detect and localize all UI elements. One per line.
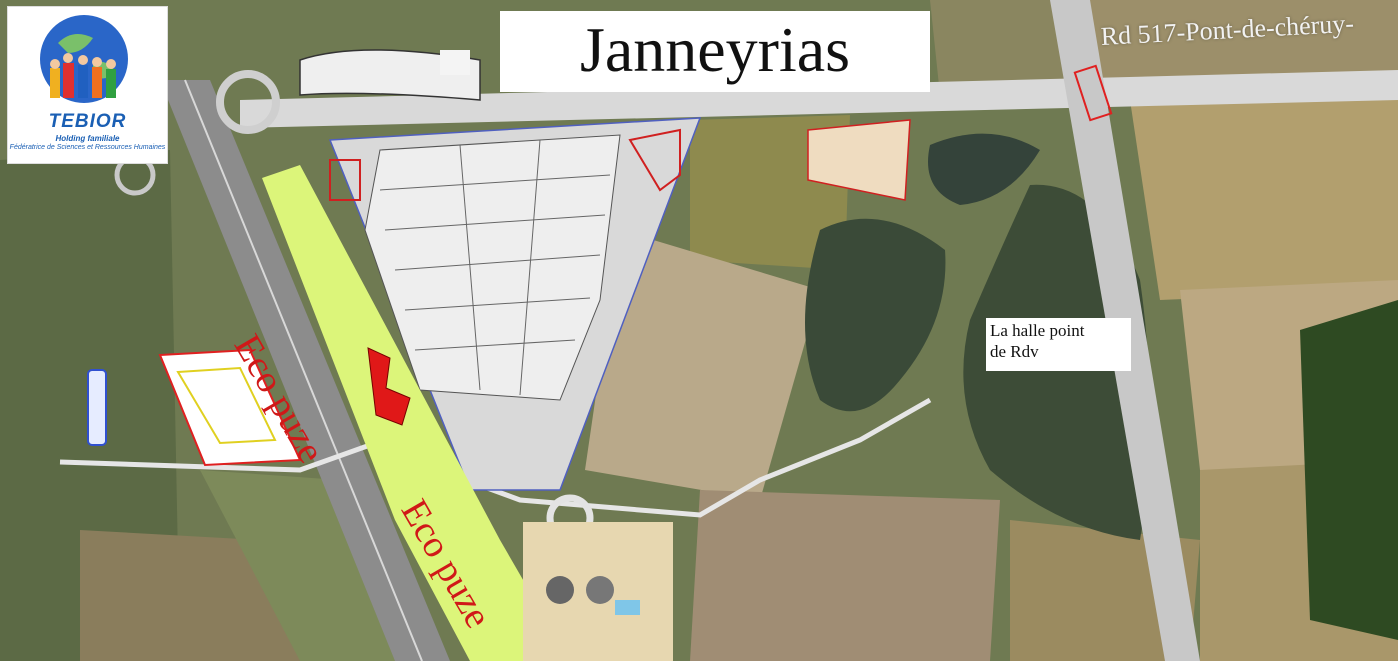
meeting-point-callout: La halle point de Rdv [986, 318, 1131, 371]
people-figures [50, 53, 116, 98]
map-title: Janneyrias [500, 11, 930, 92]
highway-a432 [160, 80, 450, 661]
field-south [200, 470, 420, 661]
highway-median [184, 79, 423, 661]
tank-1 [546, 576, 574, 604]
test-track [299, 49, 481, 101]
warehouse-roof [364, 134, 621, 401]
logo-tagline: Fédératrice de Sciences et Ressources Hu… [9, 144, 166, 151]
forest-east [1300, 300, 1398, 640]
parcel-1 [329, 159, 361, 201]
callout-line-1: La halle point [990, 321, 1085, 340]
eco-zone [262, 165, 570, 661]
basin [615, 600, 640, 615]
parking-strip [87, 369, 107, 446]
sand-plot [807, 119, 911, 201]
access-road [59, 397, 932, 518]
field-north-mid [930, 0, 1070, 95]
pond-west [805, 218, 946, 412]
field-east-upper [1130, 92, 1398, 300]
junction-marker [1073, 64, 1113, 122]
field-southwest [80, 530, 300, 661]
parcel-west [158, 348, 302, 467]
eco-building [367, 347, 411, 426]
tank-2 [586, 576, 614, 604]
field-southeast [690, 490, 1000, 661]
pond-north [928, 133, 1040, 205]
ploughed-field [585, 230, 820, 500]
callout-line-2: de Rdv [990, 342, 1039, 361]
field-northeast [1060, 0, 1398, 90]
logo-subtitle: Holding familiale [55, 134, 120, 143]
logo-brand: TEBIOR [48, 111, 127, 132]
road-rd517 [240, 70, 1398, 128]
building-north [440, 50, 470, 75]
tebior-logo: TEBIOR Holding familiale Fédératrice de … [7, 6, 168, 164]
roundabout-west [216, 70, 280, 134]
globe-people-icon [40, 15, 128, 103]
parcel-west-inner [176, 366, 277, 445]
parcel-2 [628, 128, 681, 192]
warehouse-grid [379, 139, 611, 396]
